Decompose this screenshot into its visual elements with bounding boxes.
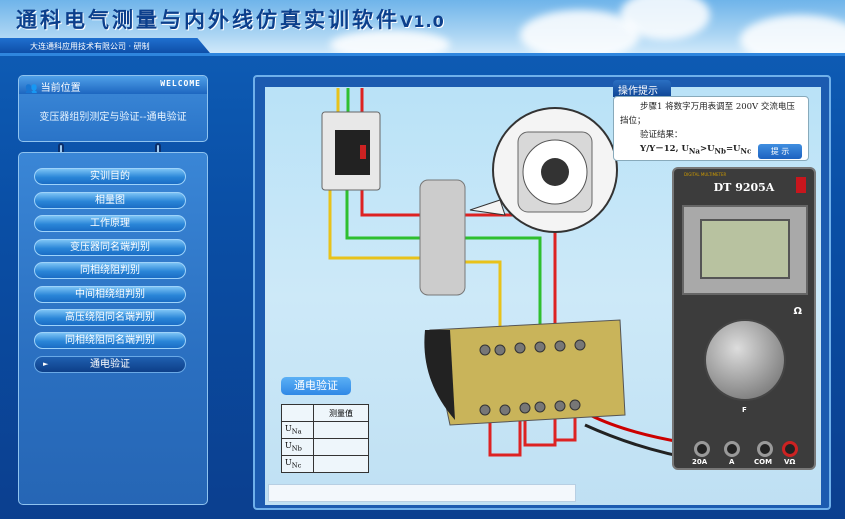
company-label: 大连通科应用技术有限公司 · 研制 — [0, 38, 210, 53]
menu-item-power-verify[interactable]: ►通电验证 — [34, 356, 186, 373]
jack-v-ohm[interactable] — [782, 441, 798, 457]
jack-20a[interactable] — [694, 441, 710, 457]
status-input[interactable] — [268, 484, 576, 502]
measurement-table: 测量值 UNa UNb UNc — [281, 404, 369, 473]
arrow-icon: ► — [43, 360, 49, 368]
current-location-box: 👥 当前位置 WELCOME 变压器组别测定与验证--通电验证 — [18, 75, 208, 142]
users-icon: 👥 — [25, 83, 38, 94]
hint-result: Y/Y－12, UNa>UNb=UNc — [640, 144, 752, 156]
welcome-label: WELCOME — [160, 79, 201, 88]
menu-item-phasor[interactable]: 相量图 — [34, 192, 186, 209]
range-dial[interactable] — [704, 319, 786, 401]
hint-button[interactable]: 提 示 — [758, 144, 802, 159]
voltage-regulator — [419, 179, 466, 296]
menu-panel — [18, 152, 208, 505]
ohm-label: Ω — [793, 306, 802, 317]
app-title: 通科电气测量与内外线仿真实训软件V1.0 — [16, 8, 445, 32]
jack-com[interactable] — [757, 441, 773, 457]
table-row: UNb — [281, 438, 369, 456]
table-row: UNc — [281, 455, 369, 473]
multimeter-model: DT 9205A — [713, 181, 775, 194]
header: 通科电气测量与内外线仿真实训软件V1.0 大连通科应用技术有限公司 · 研制 — [0, 0, 845, 56]
menu-item-hv-polarity[interactable]: 高压绕阻同名端判别 — [34, 309, 186, 326]
menu-item-middle-phase[interactable]: 中间相绕组判别 — [34, 286, 186, 303]
location-label: 当前位置 — [40, 83, 81, 94]
table-row: UNa — [281, 421, 369, 439]
hint-step: 步骤1 将数字万用表调至 200V 交流电压挡位； — [620, 102, 795, 126]
verify-title: 通电验证 — [281, 377, 351, 395]
multimeter[interactable]: DIGITAL MULTIMETER DT 9205A Ω F 20A A CO… — [672, 167, 816, 470]
jack-a[interactable] — [724, 441, 740, 457]
menu-item-polarity[interactable]: 变压器同名端判别 — [34, 239, 186, 256]
power-button[interactable] — [796, 177, 806, 193]
menu-item-same-phase[interactable]: 同相绕阻判别 — [34, 262, 186, 279]
location-path: 变压器组别测定与验证--通电验证 — [39, 112, 187, 123]
hint-tab: 操作提示 — [613, 80, 671, 97]
multimeter-display — [700, 219, 790, 279]
hint-result-label: 验证结果： — [640, 130, 683, 140]
menu-item-same-phase-polarity[interactable]: 同相绕阻同名端判别 — [34, 332, 186, 349]
menu-item-principle[interactable]: 工作原理 — [34, 215, 186, 232]
menu-item-purpose[interactable]: 实训目的 — [34, 168, 186, 185]
